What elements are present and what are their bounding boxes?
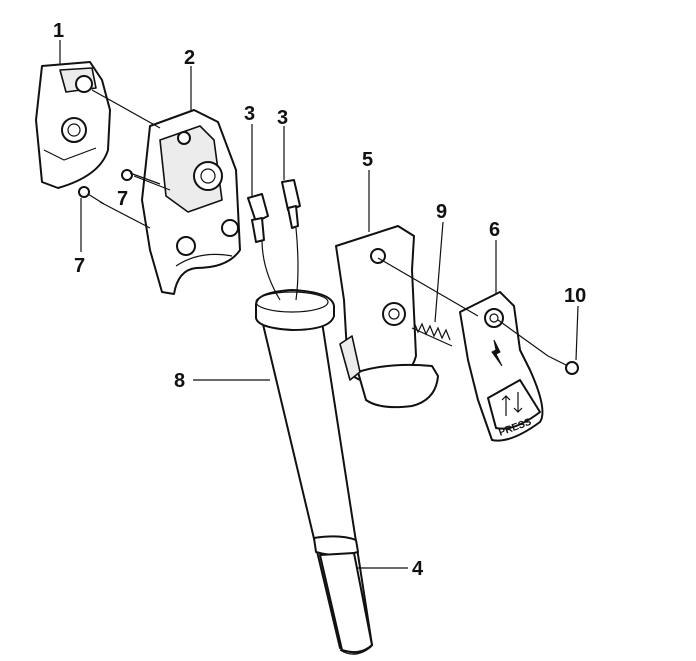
part-1-clip	[35, 61, 111, 189]
callout-3-right: 3	[277, 107, 288, 129]
callout-1: 1	[53, 20, 64, 42]
callout-7-upper: 7	[117, 188, 128, 210]
part-7-screw-lower	[78, 186, 105, 205]
callout-leaders	[59, 40, 579, 569]
part-6-trigger-cover: PRESS	[459, 291, 544, 442]
part-2-housing	[141, 109, 241, 295]
callout-6: 6	[489, 219, 500, 241]
part-5-switch-housing	[335, 225, 439, 409]
callout-9: 9	[436, 201, 447, 223]
callout-labels: 1 2 3 3 7 7 5 9 6 10 8 4	[53, 20, 586, 580]
callout-3-left: 3	[244, 103, 255, 125]
part-3-connector-right	[281, 179, 301, 229]
assembly-lines	[91, 89, 549, 357]
callout-7-lower: 7	[74, 255, 85, 277]
callout-10: 10	[564, 285, 586, 307]
callout-2: 2	[184, 47, 195, 69]
callout-8: 8	[174, 370, 185, 392]
part-10-screw	[547, 355, 579, 375]
part-7-screw-upper	[121, 169, 161, 185]
callout-5: 5	[362, 149, 373, 171]
part-3-connector-left	[247, 193, 269, 243]
callout-4: 4	[412, 558, 424, 580]
wire-leads	[261, 227, 299, 301]
part-4-lower-tube	[319, 552, 373, 655]
part-9-spring	[411, 321, 453, 347]
